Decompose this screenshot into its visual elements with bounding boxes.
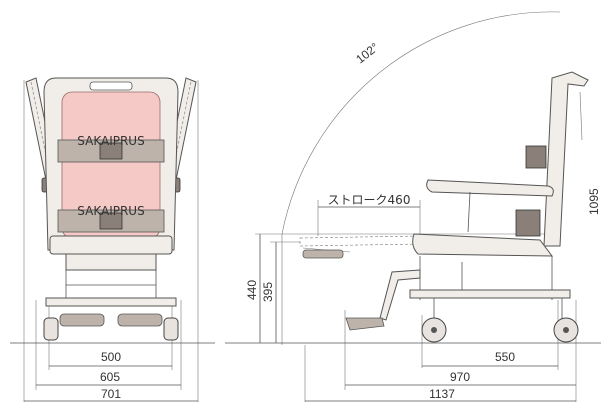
dim-440-label: 440 [245,280,259,300]
seat-slide-tray [302,249,344,259]
side-backrest [543,71,589,247]
dim-395-label: 395 [261,282,275,302]
dim-701-label: 701 [101,387,121,401]
recline-arc [281,11,561,235]
side-lower-belt [515,209,541,237]
dim-550-label: 550 [495,350,515,364]
side-footrest-arm [379,269,421,321]
partial-height-label: 1095 [587,188,601,215]
front-base-rail [45,297,177,307]
front-seat [49,235,173,255]
recline-angle-label: 102° [353,40,381,66]
stroke-label: ストローク460 [328,193,411,207]
side-front-caster-hub [431,327,437,333]
side-rear-caster-hub [563,327,569,333]
front-view: SAKAIPRUS SAKAIPRUS 500 605 701 [10,77,215,402]
side-upper-belt [525,145,547,169]
backrest-handle-hole [89,81,133,91]
dim-970-label: 970 [450,370,470,384]
side-base-rail [409,289,571,299]
lower-buckle [99,212,123,230]
lower-belt-brand: SAKAIPRUS [77,204,144,218]
dim-605-label: 605 [100,370,120,384]
left-footrest [59,313,105,327]
side-footrest-plate [345,317,385,331]
dim-1137-label: 1137 [429,387,455,401]
front-seat-base [65,253,157,271]
right-footrest [117,313,163,327]
front-caster-right [163,317,179,341]
dim-500-label: 500 [101,350,121,364]
upper-buckle [99,142,123,160]
side-view: 102° 1095 ストローク460 [225,11,601,402]
stroke-extension [299,235,421,247]
side-armrest [426,179,554,197]
side-backrest-strap [579,91,583,141]
front-caster-left [43,317,59,341]
side-armrest-post [467,191,471,233]
upper-belt-brand: SAKAIPRUS [77,134,144,148]
side-seat [412,233,554,257]
